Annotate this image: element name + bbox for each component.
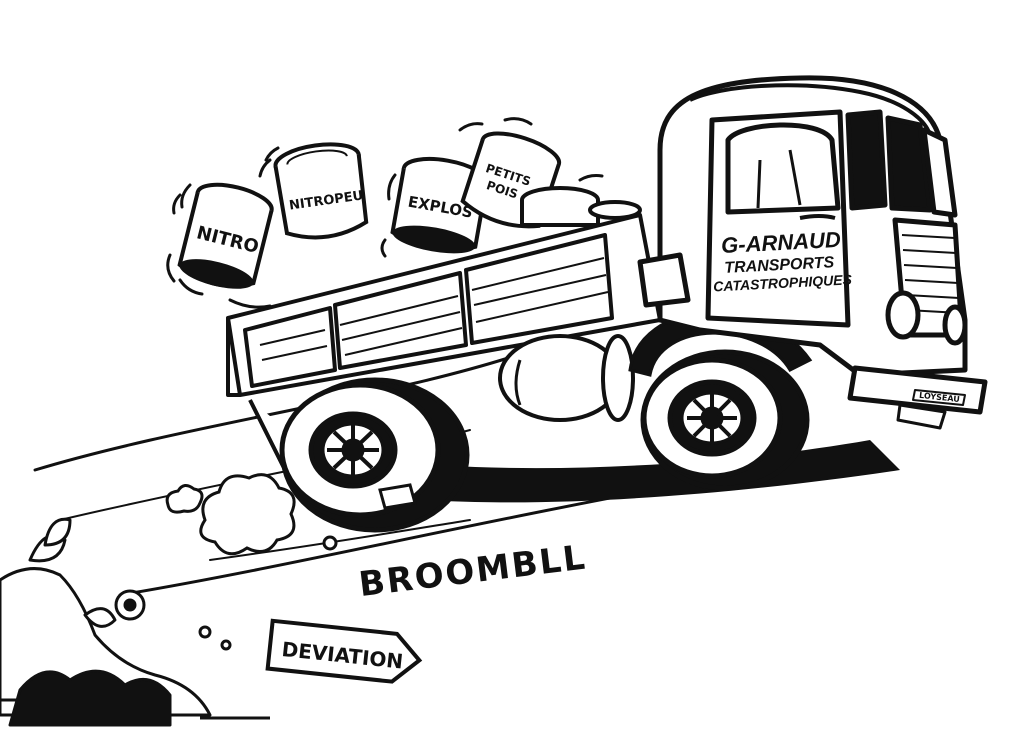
license-plate-text: LOYSEAU — [919, 391, 961, 404]
front-wheel — [640, 349, 810, 491]
can-nitro: NITRO — [177, 182, 274, 289]
roadside-plants — [0, 517, 270, 727]
cab-line-catastrophiques: CATASTROPHIQUES — [713, 271, 853, 294]
motion-lines — [166, 117, 604, 309]
truck-bed — [226, 213, 662, 472]
can-nitropeu: NITROPEU — [273, 142, 369, 240]
rear-wheel — [279, 377, 470, 533]
can-back — [520, 186, 642, 227]
truck-cab — [637, 75, 988, 430]
cab-lettering: G-ARNAUD TRANSPORTS CATASTROPHIQUES — [713, 227, 853, 295]
can-explos: EXPLOS — [390, 156, 489, 254]
fuel-tank — [498, 334, 635, 422]
deviation-sign: DEVIATION — [265, 618, 423, 684]
sound-effect-text: BROOMBLL — [357, 537, 589, 605]
dust-cloud — [165, 473, 338, 651]
cab-line-transports: TRANSPORTS — [724, 254, 835, 277]
